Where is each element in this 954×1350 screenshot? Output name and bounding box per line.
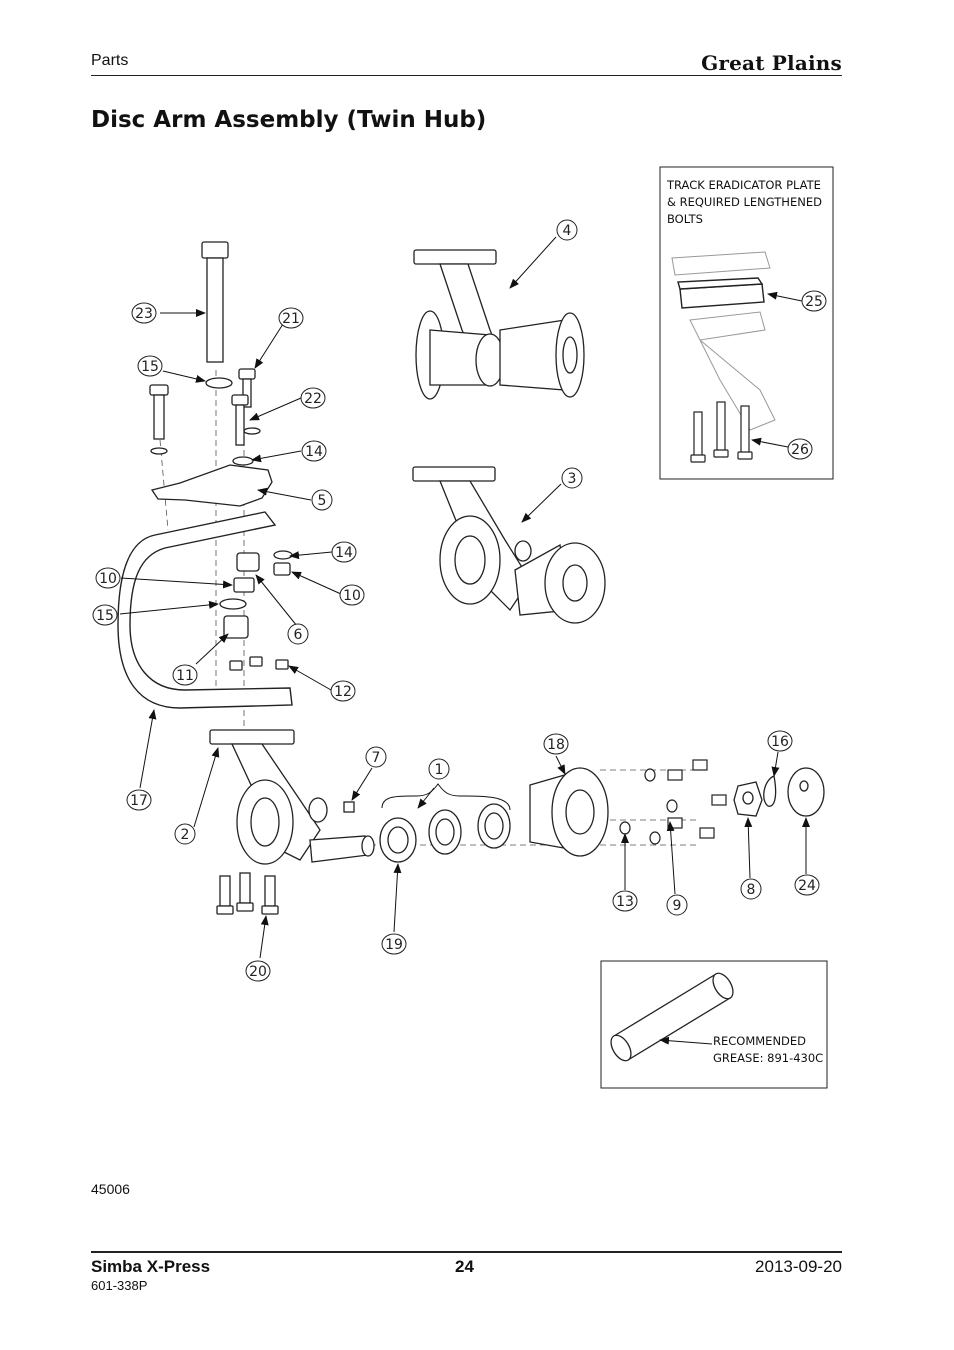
svg-text:8: 8 [747, 882, 756, 898]
svg-text:14: 14 [335, 545, 353, 561]
short-bolts-drawing [149, 368, 261, 466]
note-line: BOLTS [667, 212, 703, 226]
lengthened-bolts-drawing [690, 401, 753, 463]
long-bolt-drawing [201, 241, 229, 363]
svg-text:4: 4 [563, 223, 572, 239]
svg-text:9: 9 [673, 898, 682, 914]
callout-19: 19 [381, 933, 407, 955]
cap-nut-drawing [733, 767, 825, 817]
note-line: GREASE: 891-430C [713, 1051, 824, 1065]
svg-text:25: 25 [805, 294, 823, 310]
svg-text:16: 16 [771, 734, 789, 750]
header-rule [91, 75, 842, 76]
callout-24: 24 [794, 874, 820, 896]
callout-2: 2 [174, 823, 196, 845]
svg-text:6: 6 [294, 627, 303, 643]
arm-assembly-drawing [209, 729, 375, 865]
callout-20: 20 [245, 960, 271, 982]
page-title: Disc Arm Assembly (Twin Hub) [91, 107, 487, 133]
callout-3: 3 [561, 467, 583, 489]
hub-drawing [529, 767, 609, 857]
svg-text:20: 20 [249, 964, 267, 980]
footer-product: Simba X-Press [91, 1257, 211, 1276]
svg-text:14: 14 [305, 444, 323, 460]
callout-13: 13 [612, 890, 638, 912]
note-line: RECOMMENDED [713, 1034, 807, 1048]
svg-text:15: 15 [96, 608, 114, 624]
callout-10-right: 10 [339, 584, 365, 606]
track-eradicator-note: TRACK ERADICATOR PLATE & REQUIRED LENGTH… [667, 177, 822, 228]
u-frame-drawing [117, 511, 293, 709]
svg-text:10: 10 [99, 571, 117, 587]
track-eradicator-drawing [671, 251, 776, 431]
svg-text:19: 19 [385, 937, 403, 953]
note-line: & REQUIRED LENGTHENED [667, 195, 822, 209]
grease-note: RECOMMENDED GREASE: 891-430C [713, 1033, 823, 1067]
callout-1: 1 [428, 758, 450, 780]
section-label: Parts [91, 52, 129, 69]
callout-7: 7 [365, 746, 387, 768]
svg-text:26: 26 [791, 442, 809, 458]
callout-4: 4 [556, 219, 578, 241]
figure-number: 45006 [91, 1181, 130, 1197]
page-number: 24 [455, 1257, 474, 1276]
callout-15-top: 15 [137, 355, 163, 377]
hub-bolts-drawing [216, 872, 279, 915]
washer-drawing [205, 377, 233, 389]
brand-logo: Great Plains [701, 51, 842, 75]
callout-6: 6 [287, 623, 309, 645]
note-line: TRACK ERADICATOR PLATE [667, 178, 821, 192]
eradicator-plate-drawing [677, 277, 765, 309]
svg-text:10: 10 [343, 588, 361, 604]
grease-inset [600, 960, 828, 1089]
svg-text:23: 23 [135, 306, 153, 322]
svg-text:17: 17 [130, 793, 148, 809]
twin-hub-arm-drawing [413, 249, 585, 400]
callout-15-mid: 15 [92, 604, 118, 626]
callout-12: 12 [330, 680, 356, 702]
svg-text:22: 22 [304, 391, 322, 407]
footer-date: 2013-09-20 [755, 1257, 842, 1276]
callout-17: 17 [126, 789, 152, 811]
callout-10-left: 10 [95, 567, 121, 589]
document-number: 601-338P [91, 1278, 148, 1293]
single-hub-arm-drawing [412, 466, 606, 624]
svg-text:7: 7 [372, 750, 381, 766]
callout-14-mid: 14 [331, 541, 357, 563]
svg-text:21: 21 [282, 311, 300, 327]
top-plate-drawing [150, 464, 273, 507]
callout-8: 8 [740, 878, 762, 900]
grease-tube-drawing [610, 972, 734, 1062]
callout-21: 21 [278, 307, 304, 329]
leader-lines [119, 236, 810, 1045]
svg-text:12: 12 [334, 684, 352, 700]
svg-text:18: 18 [547, 737, 565, 753]
spacers-nuts-drawing [219, 550, 293, 671]
callout-16: 16 [767, 730, 793, 752]
svg-text:13: 13 [616, 894, 634, 910]
footer-rule [91, 1251, 842, 1253]
svg-text:5: 5 [318, 493, 327, 509]
svg-text:24: 24 [798, 878, 816, 894]
callout-18: 18 [543, 733, 569, 755]
callout-25: 25 [801, 290, 827, 312]
callout-23: 23 [131, 302, 157, 324]
svg-text:3: 3 [568, 471, 577, 487]
svg-text:2: 2 [181, 827, 190, 843]
callout-26: 26 [787, 438, 813, 460]
callout-22: 22 [300, 387, 326, 409]
hub-studs-drawing [619, 759, 727, 845]
svg-text:1: 1 [435, 762, 444, 778]
callout-9: 9 [666, 894, 688, 916]
seal-bearings-drawing [379, 803, 511, 863]
track-eradicator-inset [659, 166, 834, 480]
svg-text:11: 11 [176, 668, 194, 684]
callout-11: 11 [172, 664, 198, 686]
callout-5: 5 [311, 489, 333, 511]
bearing-bracket [381, 783, 511, 811]
svg-text:15: 15 [141, 359, 159, 375]
callout-14-top: 14 [301, 440, 327, 462]
